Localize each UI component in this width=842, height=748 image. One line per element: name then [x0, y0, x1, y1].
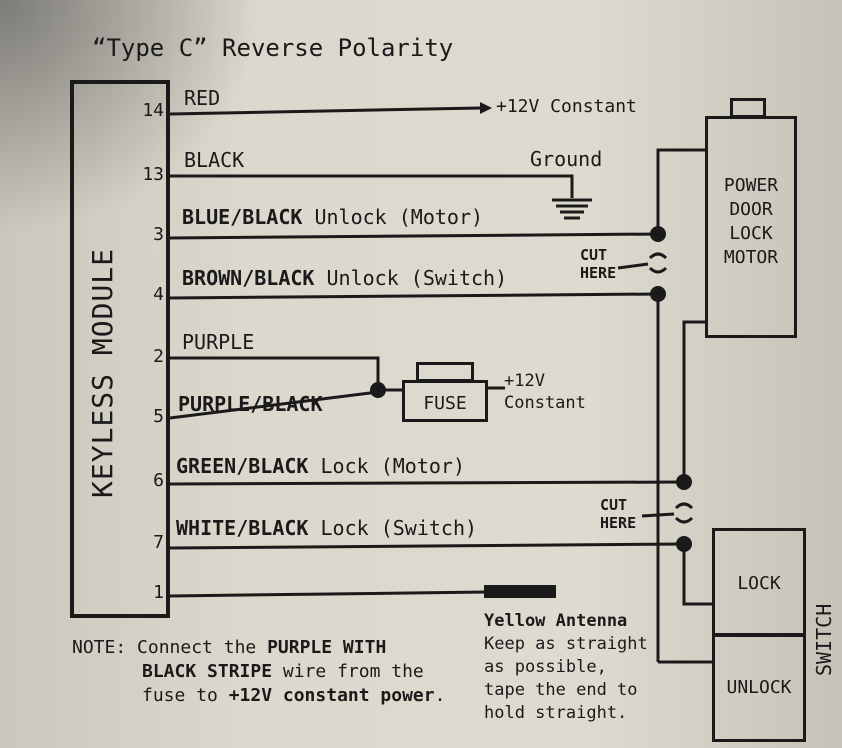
switch-unlock-label: UNLOCK — [726, 677, 792, 698]
wire-motor-unlock — [656, 148, 705, 234]
pin-number: 6 — [153, 470, 164, 491]
wire-white-black — [169, 542, 685, 550]
pin-number: 13 — [142, 164, 164, 185]
junction-dot — [676, 474, 692, 490]
wire-black — [170, 174, 574, 198]
pin-number: 14 — [142, 100, 164, 121]
cut-mark-1a — [648, 252, 668, 260]
wire-purple-black — [169, 390, 379, 420]
switch-lock-label: LOCK — [737, 573, 781, 594]
fuse-cap — [416, 362, 474, 382]
wire-switch-lock — [682, 544, 712, 606]
wire-green-black — [169, 480, 685, 486]
wire-label: WHITE/BLACK Lock (Switch) — [176, 516, 478, 540]
ground-symbol — [552, 198, 592, 220]
pin-number: 5 — [153, 406, 164, 427]
fuse-label: FUSE — [423, 393, 467, 414]
wire-purple — [170, 356, 380, 390]
cut-arrow-1 — [617, 262, 649, 270]
constant-power-label: +12V Constant — [496, 96, 637, 117]
wire-label: RED — [184, 86, 221, 110]
motor-cap — [730, 98, 766, 118]
wire-label: BLACK — [184, 148, 245, 172]
switch-unlock-box — [712, 634, 806, 742]
antenna-note: Yellow Antenna Keep as straight as possi… — [484, 611, 648, 723]
wire-label: PURPLE — [182, 330, 255, 354]
diagram-title: “Type C” Reverse Polarity — [92, 34, 454, 62]
wire-brown-black — [169, 292, 659, 300]
wire-blue-black — [169, 232, 659, 240]
keyless-module-box — [70, 80, 170, 618]
cut-mark-1b — [648, 266, 668, 274]
wire-label: BROWN/BLACK Unlock (Switch) — [182, 266, 508, 290]
cut-mark-2b — [674, 516, 694, 524]
wire-label: BLUE/BLACK Unlock (Motor) — [182, 205, 484, 229]
wire-red — [169, 106, 481, 116]
pin-number: 2 — [153, 346, 164, 367]
switch-label: SWITCH — [812, 603, 836, 676]
antenna-body — [484, 585, 556, 598]
junction-dot — [650, 226, 666, 242]
junction-dot — [676, 536, 692, 552]
pin-number: 3 — [153, 224, 164, 245]
installation-note: NOTE: Connect the PURPLE WITH BLACK STRI… — [72, 637, 446, 706]
junction-dot — [650, 286, 666, 302]
ground-label: Ground — [530, 147, 603, 171]
cut-arrow-2 — [641, 512, 675, 518]
wire-label: PURPLE/BLACK — [178, 392, 323, 416]
cut-mark-2a — [674, 502, 694, 510]
red-wire-arrow — [480, 102, 492, 114]
junction-dot — [370, 382, 386, 398]
pin-number: 4 — [153, 284, 164, 305]
door-lock-motor-box — [705, 116, 797, 338]
pin-number: 7 — [153, 532, 164, 553]
wire-motor-lock — [682, 320, 705, 482]
wire-label: GREEN/BLACK Lock (Motor) — [176, 454, 465, 478]
wire-antenna-lead — [169, 590, 487, 598]
pin-number: 1 — [153, 582, 164, 603]
